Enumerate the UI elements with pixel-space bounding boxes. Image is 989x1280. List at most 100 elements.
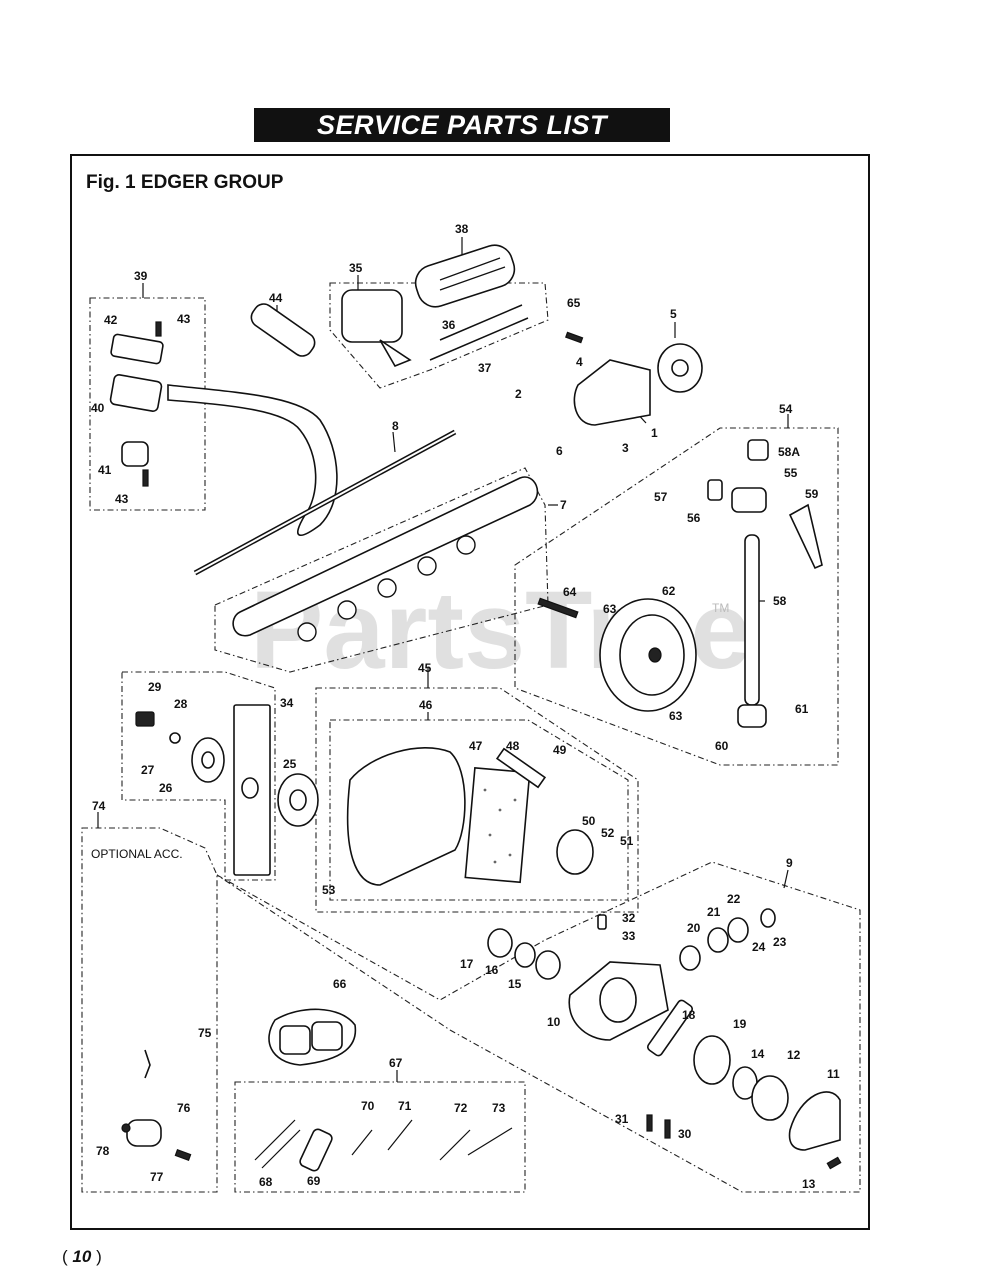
callout-28: 28 xyxy=(174,697,188,711)
callout-27: 27 xyxy=(141,763,155,777)
callout-3: 3 xyxy=(622,441,629,455)
callout-4: 4 xyxy=(576,355,583,369)
callout-14: 14 xyxy=(751,1047,765,1061)
callout-31: 31 xyxy=(615,1112,629,1126)
callout-6: 6 xyxy=(556,444,563,458)
group-45-outline xyxy=(315,687,639,913)
part-65-bolt xyxy=(565,331,584,344)
callout-55: 55 xyxy=(784,466,798,480)
callout-73: 73 xyxy=(492,1101,506,1115)
page-number: ( 10 ) xyxy=(62,1247,102,1266)
callout-47: 47 xyxy=(469,739,483,753)
callout-7: 7 xyxy=(560,498,567,512)
part-38-grip xyxy=(414,244,516,308)
callout-38: 38 xyxy=(455,222,469,236)
callout-12: 12 xyxy=(787,1048,801,1062)
callout-43: 43 xyxy=(177,312,191,326)
callout-11: 11 xyxy=(827,1067,840,1081)
callout-63: 63 xyxy=(603,602,617,616)
callout-18: 18 xyxy=(682,1008,696,1022)
part-7-main-pipe xyxy=(232,476,539,642)
callout-40: 40 xyxy=(91,401,105,415)
callout-13: 13 xyxy=(802,1177,816,1191)
callout-53: 53 xyxy=(322,883,336,897)
optional-acc-label: OPTIONAL ACC. xyxy=(91,847,183,861)
callout-9: 9 xyxy=(786,856,793,870)
callout-66: 66 xyxy=(333,977,347,991)
callout-68: 68 xyxy=(259,1175,273,1189)
part-9-gear-case-assembly xyxy=(487,908,842,1170)
callout-15: 15 xyxy=(508,977,522,991)
callout-63b: 63 xyxy=(669,709,683,723)
callout-42: 42 xyxy=(104,313,118,327)
group-74-outline xyxy=(81,827,218,1193)
group-35-outline xyxy=(329,282,549,389)
callout-1: 1 xyxy=(651,426,658,440)
callout-23: 23 xyxy=(773,935,787,949)
callout-74: 74 xyxy=(92,799,106,813)
callout-16: 16 xyxy=(485,963,499,977)
callout-57: 57 xyxy=(654,490,668,504)
callout-26: 26 xyxy=(159,781,173,795)
service-parts-list-title: SERVICE PARTS LIST xyxy=(254,108,670,142)
part-34-edger-blade xyxy=(233,704,271,876)
figure-title: Fig. 1 EDGER GROUP xyxy=(86,172,284,193)
part-46-edger-guard xyxy=(346,747,594,886)
callout-17: 17 xyxy=(460,957,474,971)
part-25-26-rings xyxy=(135,711,319,827)
callout-69: 69 xyxy=(307,1174,321,1188)
callout-21: 21 xyxy=(707,905,721,919)
part-35-throttle-housing xyxy=(341,289,412,368)
callout-65: 65 xyxy=(567,296,581,310)
callout-75: 75 xyxy=(198,1026,212,1040)
part-75-harness xyxy=(117,868,214,1079)
callout-58A: 58A xyxy=(778,445,800,459)
part-54-wheel-assembly xyxy=(537,439,823,728)
callout-54: 54 xyxy=(779,402,793,416)
group-9-outline xyxy=(216,861,861,1193)
group-7-outline xyxy=(214,467,549,673)
callout-24: 24 xyxy=(752,940,766,954)
callout-19: 19 xyxy=(733,1017,747,1031)
callout-50: 50 xyxy=(582,814,596,828)
callout-43b: 43 xyxy=(115,492,129,506)
callout-58: 58 xyxy=(773,594,787,608)
callout-30: 30 xyxy=(678,1127,692,1141)
callout-37: 37 xyxy=(478,361,492,375)
callout-77: 77 xyxy=(150,1170,164,1184)
callout-5: 5 xyxy=(670,307,677,321)
callout-2: 2 xyxy=(515,387,522,401)
watermark-tm: TM xyxy=(712,601,729,615)
callout-78: 78 xyxy=(96,1144,110,1158)
callout-56: 56 xyxy=(687,511,701,525)
callout-29: 29 xyxy=(148,680,162,694)
callout-61: 61 xyxy=(795,702,809,716)
group-67-outline xyxy=(234,1081,526,1193)
part-36-37-throttle-cables xyxy=(429,304,529,361)
callout-33: 33 xyxy=(622,929,636,943)
group-39-outline xyxy=(89,297,206,511)
part-66-goggles xyxy=(268,1008,357,1066)
callout-20: 20 xyxy=(687,921,701,935)
callout-36: 36 xyxy=(442,318,456,332)
callout-10: 10 xyxy=(547,1015,561,1029)
callout-71: 71 xyxy=(398,1099,412,1113)
group-outlines xyxy=(81,282,861,1193)
callout-62: 62 xyxy=(662,584,676,598)
callout-25: 25 xyxy=(283,757,297,771)
callout-45: 45 xyxy=(418,661,432,675)
part-5-clutch-drum xyxy=(657,343,703,393)
callout-46: 46 xyxy=(419,698,433,712)
callout-70: 70 xyxy=(361,1099,375,1113)
part-39-clamp-assembly xyxy=(109,321,164,487)
callout-48: 48 xyxy=(506,739,520,753)
callout-49: 49 xyxy=(553,743,567,757)
group-54-outline xyxy=(514,427,839,766)
callout-22: 22 xyxy=(727,892,741,906)
callout-64: 64 xyxy=(563,585,577,599)
callout-44: 44 xyxy=(269,291,283,305)
callout-72: 72 xyxy=(454,1101,468,1115)
callout-41: 41 xyxy=(98,463,112,477)
group-46-outline xyxy=(329,719,629,901)
